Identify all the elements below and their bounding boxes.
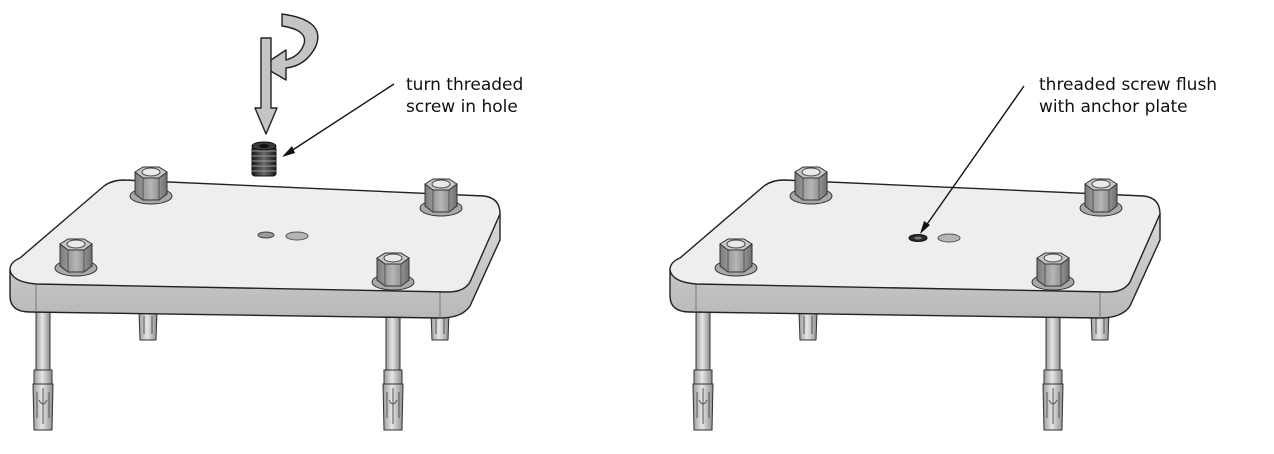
rotation-arrow-icon	[261, 13, 319, 81]
anchor-plate-assembly-right	[670, 85, 1160, 430]
plate-hole	[285, 231, 309, 241]
callout-left-line1: turn threaded	[406, 75, 524, 95]
callout-left-line2: screw in hole	[406, 97, 518, 117]
leader-line-left	[282, 83, 395, 157]
threaded-hole	[257, 231, 275, 239]
threaded-screw	[251, 141, 277, 177]
callout-right-line2: with anchor plate	[1039, 97, 1188, 117]
anchor-plate-assembly-left	[10, 13, 500, 430]
plate-hole	[937, 233, 961, 243]
leader-line-right	[920, 85, 1025, 234]
callout-label-left: turn threaded screw in hole	[406, 74, 523, 118]
callout-right-line1: threaded screw flush	[1039, 75, 1218, 95]
down-arrow-icon	[254, 37, 278, 135]
callout-label-right: threaded screw flush with anchor plate	[1039, 74, 1217, 118]
